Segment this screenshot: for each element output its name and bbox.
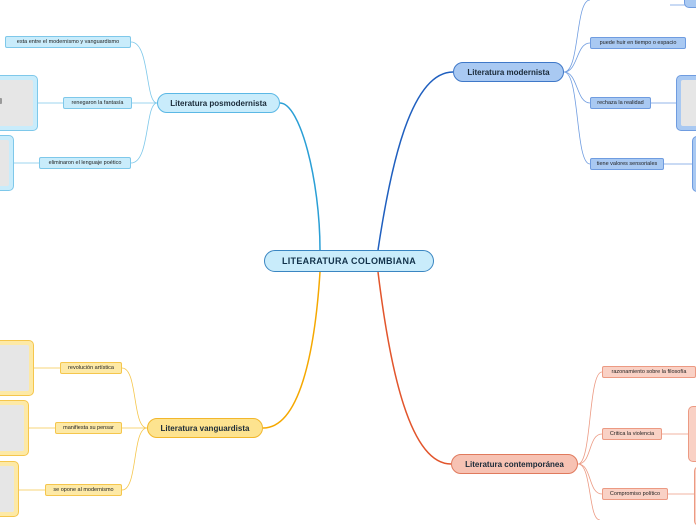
image-thumbnail[interactable] [688, 406, 696, 462]
image-thumbnail[interactable] [0, 400, 29, 456]
image-thumbnail[interactable] [0, 461, 19, 517]
subtopic-posmodernista-1[interactable]: esta entre el modernismo y vanguardismo [5, 36, 131, 48]
image-icon [0, 98, 2, 104]
subtopic-contemporanea-1[interactable]: razonamiento sobre la filosofía [602, 366, 696, 378]
connector-central-modernista [377, 71, 454, 251]
image-thumbnail[interactable] [692, 136, 696, 192]
subtopic-vanguardista-2[interactable]: manifiesta su pensar [55, 422, 122, 434]
connector-central-contemporanea [377, 271, 452, 465]
subtopic-contemporanea-3[interactable]: Compromiso político [602, 488, 668, 500]
main-topic-modernista[interactable]: Literatura modernista [453, 62, 564, 82]
subtopic-modernista-1[interactable]: puede huir en tiempo o espacio [590, 37, 686, 49]
subtopic-posmodernista-2[interactable]: renegaron la fantasía [63, 97, 132, 109]
connector-central-vanguardista [262, 271, 321, 429]
subtopic-vanguardista-1[interactable]: revolución artística [60, 362, 122, 374]
central-topic[interactable]: LITEARATURA COLOMBIANA [264, 250, 434, 272]
main-topic-posmodernista[interactable]: Literatura posmodernista [157, 93, 280, 113]
image-thumbnail[interactable] [0, 75, 38, 131]
subtopic-modernista-2[interactable]: rechaza la realidad [590, 97, 651, 109]
image-thumbnail[interactable] [676, 75, 696, 131]
main-topic-contemporanea[interactable]: Literatura contemporánea [451, 454, 578, 474]
subtopic-posmodernista-3[interactable]: eliminaron el lenguaje poético [39, 157, 131, 169]
main-topic-vanguardista[interactable]: Literatura vanguardista [147, 418, 263, 438]
image-thumbnail[interactable] [0, 340, 34, 396]
image-thumbnail[interactable] [684, 0, 696, 8]
subtopic-contemporanea-2[interactable]: Critica la violencia [602, 428, 662, 440]
subtopic-vanguardista-3[interactable]: se opone al modernismo [45, 484, 122, 496]
connector-central-posmodernista [279, 102, 321, 251]
subtopic-modernista-3[interactable]: tiene valores sensoriales [590, 158, 664, 170]
image-thumbnail[interactable] [0, 135, 14, 191]
